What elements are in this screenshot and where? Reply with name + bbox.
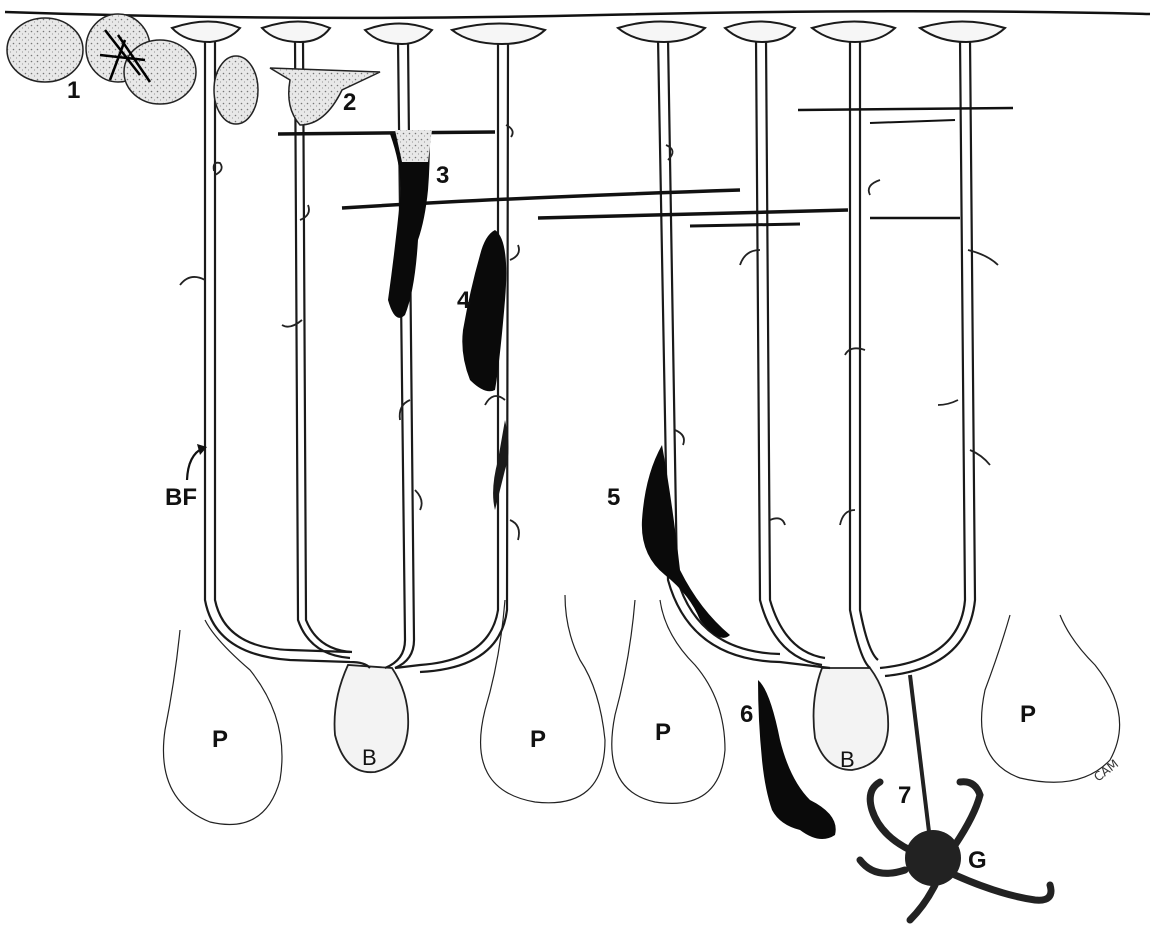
label-purkinje-2: P: [530, 726, 546, 753]
stage-5-cell: [642, 445, 730, 638]
label-bergmann-fiber: BF: [165, 484, 197, 511]
purkinje-cell-outline: [163, 620, 282, 824]
glial-endfeet: [172, 22, 1005, 45]
label-purkinje-4: P: [1020, 701, 1036, 728]
bergmann-fibers-right: [658, 38, 975, 676]
purkinje-cell-outline: [481, 595, 605, 803]
label-stage-1: 1: [67, 77, 80, 104]
label-bergmann-body-left: B: [362, 745, 377, 770]
label-stage-6: 6: [740, 701, 753, 728]
purkinje-cell-outline: [982, 615, 1120, 782]
artist-signature: CAM: [1091, 757, 1121, 785]
label-stage-7: 7: [898, 782, 911, 809]
label-purkinje-1: P: [212, 726, 228, 753]
pial-surface-line: [5, 11, 1150, 18]
label-granule-cell: G: [968, 847, 987, 874]
stage-2-cell: [270, 68, 380, 125]
label-stage-4: 4: [457, 287, 471, 314]
label-purkinje-3: P: [655, 719, 671, 746]
label-stage-5: 5: [607, 484, 620, 511]
parallel-fibers: [278, 108, 1013, 226]
label-bergmann-body-right: B: [840, 747, 855, 772]
label-stage-3: 3: [436, 162, 449, 189]
label-stage-2: 2: [343, 89, 356, 116]
